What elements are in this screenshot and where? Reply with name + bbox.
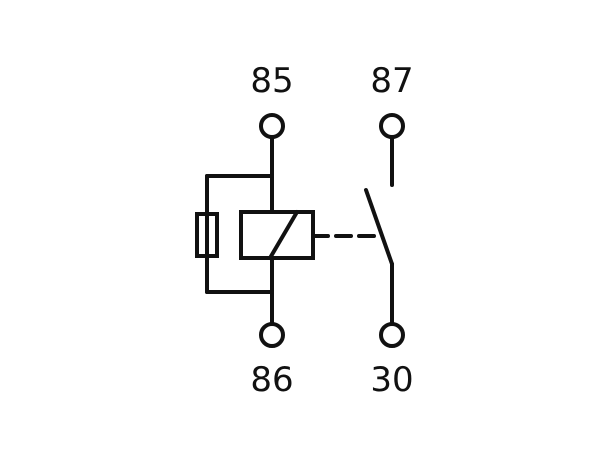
- terminal-87: [379, 113, 405, 139]
- suppression-resistor: [195, 212, 219, 258]
- label-85: 85: [250, 61, 293, 101]
- label-87: 87: [370, 61, 413, 101]
- label-86: 86: [250, 360, 293, 400]
- label-30: 30: [370, 360, 413, 400]
- relay-coil: [239, 210, 315, 260]
- terminal-30: [379, 322, 405, 348]
- terminal-86: [259, 322, 285, 348]
- terminal-85: [259, 113, 285, 139]
- switch-lever: [364, 188, 394, 266]
- coil-diagonal: [268, 210, 299, 260]
